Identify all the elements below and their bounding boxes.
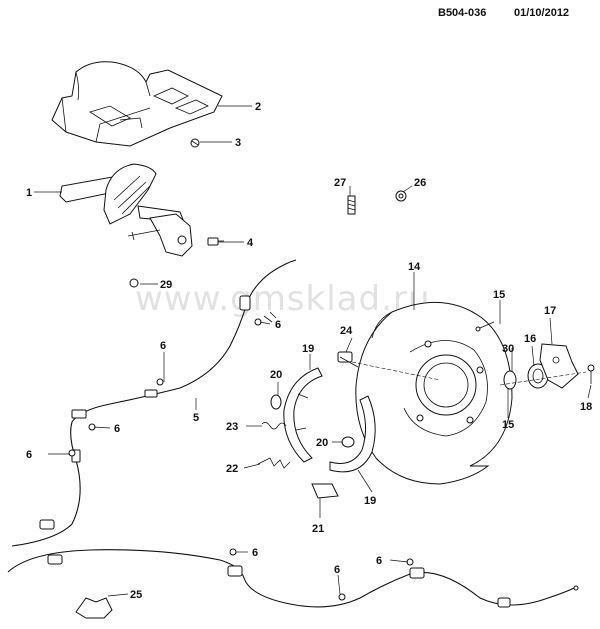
callout-25: 25 — [130, 589, 142, 601]
callout-6-c: 6 — [114, 423, 120, 435]
callout-15-a: 15 — [493, 289, 505, 301]
callout-1: 1 — [26, 187, 32, 199]
part-parking-brake-lever[interactable] — [59, 163, 193, 257]
callout-22: 22 — [226, 463, 238, 475]
callout-23: 23 — [226, 421, 238, 433]
part-spring-23[interactable] — [261, 422, 287, 430]
part-gasket-16[interactable] — [527, 363, 549, 389]
part-bolts-15[interactable] — [475, 321, 495, 332]
part-bolt-4[interactable] — [207, 237, 224, 246]
part-adjuster-24[interactable] — [337, 351, 359, 368]
callout-14: 14 — [408, 261, 421, 273]
callout-5: 5 — [193, 412, 199, 424]
callout-6-b: 6 — [160, 340, 166, 352]
callout-24: 24 — [340, 325, 353, 337]
callout-16: 16 — [524, 333, 536, 345]
part-bracket-17[interactable] — [539, 343, 579, 389]
part-front-cable[interactable] — [11, 259, 297, 547]
callout-30: 30 — [502, 343, 514, 355]
part-spring-22[interactable] — [257, 457, 291, 469]
callout-labels: 1 2 3 4 5 6 6 6 6 6 6 6 14 15 15 16 17 1… — [26, 101, 592, 601]
callout-29: 29 — [160, 279, 172, 291]
part-stud-27[interactable] — [347, 195, 356, 215]
diagram-date: 01/10/2012 — [514, 7, 569, 19]
callout-21: 21 — [312, 523, 324, 535]
callout-17: 17 — [544, 305, 556, 317]
part-clip-20[interactable] — [270, 394, 355, 448]
part-backing-plate[interactable] — [355, 301, 513, 485]
part-bolt-18[interactable] — [587, 364, 595, 384]
watermark: www.gmsklad.ru — [135, 279, 430, 319]
part-seal-30[interactable] — [503, 370, 517, 390]
part-bolt-3[interactable] — [190, 138, 200, 148]
part-brake-shoes[interactable] — [283, 367, 376, 473]
callout-26: 26 — [414, 177, 426, 189]
callout-19-a: 19 — [302, 343, 314, 355]
callout-27: 27 — [334, 177, 346, 189]
callout-2: 2 — [255, 101, 261, 113]
callout-18: 18 — [580, 401, 592, 413]
part-console-cover[interactable] — [51, 61, 223, 147]
callout-20-b: 20 — [316, 437, 328, 449]
part-bracket-25[interactable] — [75, 597, 113, 619]
callout-3: 3 — [235, 137, 241, 149]
callout-4: 4 — [247, 237, 254, 249]
part-strut-21[interactable] — [311, 483, 339, 499]
callout-6-a: 6 — [275, 319, 281, 331]
callout-6-e: 6 — [252, 547, 258, 559]
part-rear-cable[interactable] — [7, 549, 579, 608]
leader-lines — [34, 105, 592, 597]
callout-6-d: 6 — [26, 449, 32, 461]
callout-6-g: 6 — [376, 555, 382, 567]
callout-19-b: 19 — [364, 495, 376, 507]
part-nut-29[interactable] — [129, 278, 139, 288]
callout-20-a: 20 — [270, 369, 282, 381]
callout-6-f: 6 — [334, 564, 340, 576]
callout-15-b: 15 — [502, 419, 514, 431]
part-nut-26[interactable] — [395, 190, 407, 202]
diagram-code: B504-036 — [438, 7, 486, 19]
